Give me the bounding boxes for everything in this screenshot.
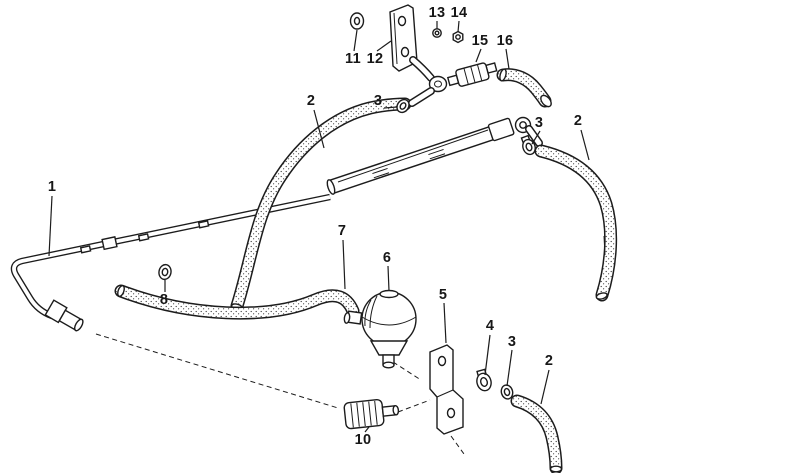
callout-part-10: 10 [354, 432, 372, 448]
callout-part-3-right: 3 [534, 115, 544, 131]
hose-bottom [517, 401, 562, 472]
clamp-3-top [396, 98, 410, 114]
check-valve [408, 56, 448, 107]
nut-13 [432, 28, 442, 38]
clamp-3-bottom [500, 384, 514, 400]
connector-16 [499, 68, 552, 108]
clamp-8 [158, 263, 172, 281]
clamp-4 [476, 368, 492, 392]
mounting-bracket-5 [429, 344, 464, 435]
callout-part-4: 4 [485, 318, 495, 334]
callout-part-1: 1 [47, 179, 57, 195]
callout-leader-lines [48, 20, 590, 433]
regulator-inlet [343, 310, 363, 325]
callout-part-6: 6 [382, 250, 392, 266]
callout-part-12: 12 [366, 51, 384, 67]
callout-part-8: 8 [159, 292, 169, 308]
pressure-regulator [343, 289, 417, 369]
callout-part-15: 15 [471, 33, 489, 49]
fuel-rail-pipe [14, 197, 330, 332]
rail-end-fitting [44, 299, 84, 332]
assembly-axis-lines [95, 333, 465, 455]
valve-bracket-assembly [349, 4, 552, 114]
callout-part-14: 14 [450, 5, 468, 21]
callout-part-2-bottom: 2 [544, 353, 554, 369]
callout-part-11: 11 [345, 51, 361, 67]
callout-part-2-upper: 2 [306, 93, 316, 109]
hose-upper-left [231, 104, 405, 311]
callout-part-16: 16 [496, 33, 514, 49]
callout-part-5: 5 [438, 287, 448, 303]
callout-part-3-bottom: 3 [507, 334, 517, 350]
callout-part-7: 7 [337, 223, 347, 239]
callout-part-3-upper: 3 [373, 93, 383, 109]
callout-part-13: 13 [428, 5, 446, 21]
hose-right [541, 151, 611, 300]
washer-11 [349, 12, 365, 30]
valve-15 [446, 62, 498, 87]
callout-part-2-right: 2 [573, 113, 583, 129]
nut-14 [452, 30, 464, 44]
damper-10 [343, 398, 400, 430]
injection-pipe [326, 116, 543, 195]
hose-return [116, 285, 353, 313]
